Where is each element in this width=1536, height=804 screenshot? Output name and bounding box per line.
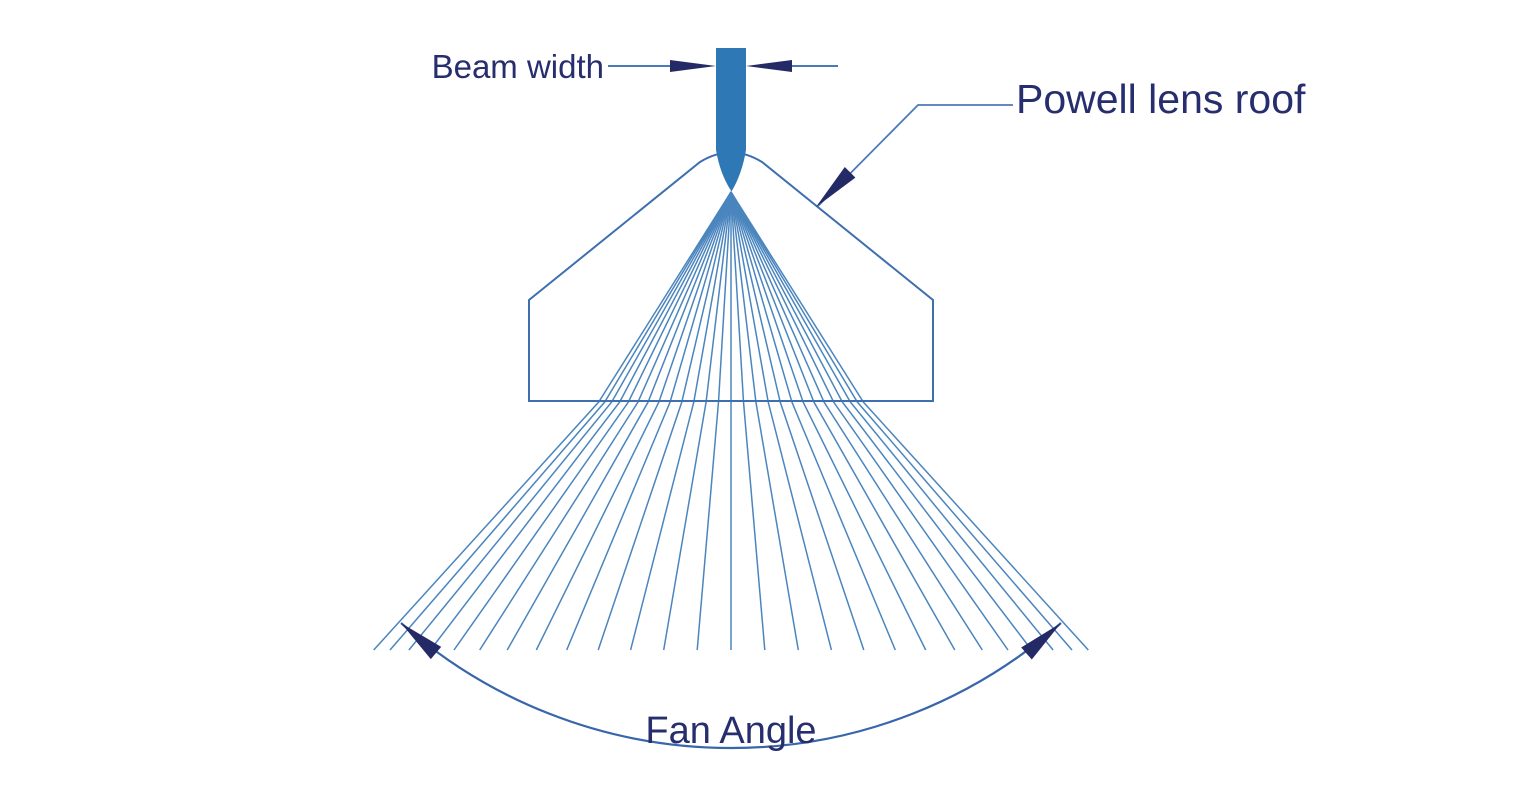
beam-width-arrow-left-icon: [670, 60, 716, 72]
fan-angle-arrow-left-icon: [401, 623, 442, 660]
fan-angle-label: Fan Angle: [645, 710, 816, 752]
roof-leader-arrow-icon: [816, 167, 856, 207]
fan-angle-arc: [400, 622, 1062, 750]
roof-leader-line: [817, 104, 1013, 207]
beam-width-label: Beam width: [432, 48, 604, 85]
beam-width-arrow-right-icon: [746, 60, 792, 72]
powell-lens-roof-label: Powell lens roof: [1016, 76, 1306, 122]
laser-beam: [716, 48, 746, 192]
fan-angle-arrow-right-icon: [1021, 623, 1061, 660]
